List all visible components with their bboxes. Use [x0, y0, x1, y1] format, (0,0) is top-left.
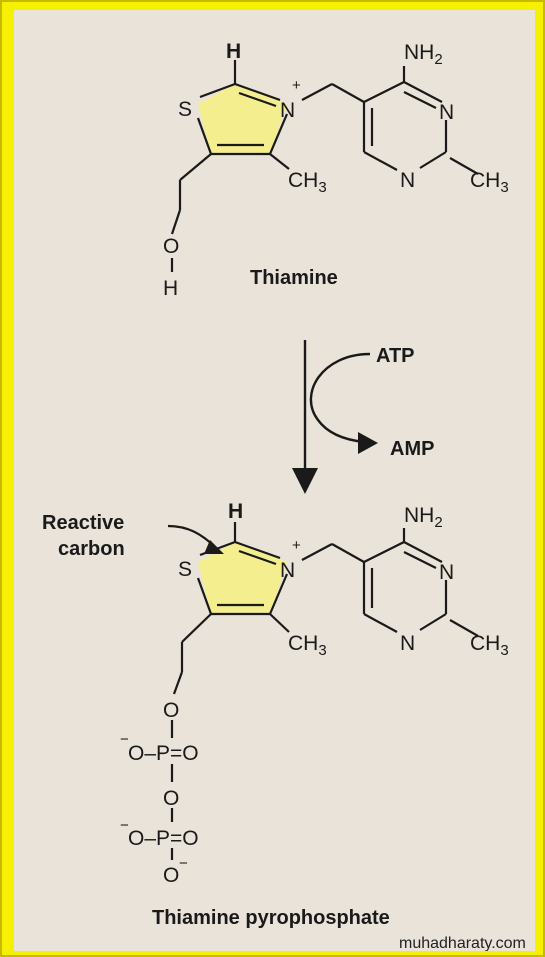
- main-arrowhead: [292, 468, 318, 494]
- atom-oh-h: H: [163, 277, 178, 300]
- atp-label: ATP: [376, 345, 415, 367]
- atom-nh2: NH2: [404, 41, 443, 68]
- tpp-atom-o-end: O: [163, 864, 179, 887]
- atom-o: O: [163, 235, 179, 258]
- thiamine-diagram: H S N + CH3 NH2 N N CH3 O H Thiamine ATP: [42, 40, 526, 952]
- tpp-atom-nh2: NH2: [404, 504, 443, 531]
- tpp-atom-ch3-pyr: CH3: [470, 632, 509, 659]
- phosphate2-group: O–P=O: [128, 827, 199, 850]
- atom-n-ring2: N: [400, 169, 415, 192]
- reactive-carbon-arrowhead: [204, 540, 224, 554]
- tpp-charge-plus: +: [292, 537, 301, 554]
- phosphate2-minus: −: [120, 817, 129, 834]
- thiamine-molecule: H S N + CH3 NH2 N N CH3 O H Thiamine: [163, 40, 509, 300]
- tpp-atom-s: S: [178, 558, 192, 581]
- atom-n-plus: N: [280, 99, 295, 122]
- tpp-molecule: Reactive carbon H S N + CH3 NH2 N N CH3 …: [42, 500, 509, 929]
- tpp-atom-ch3: CH3: [288, 632, 327, 659]
- reactive-label-line2: carbon: [58, 538, 125, 560]
- charge-plus: +: [292, 77, 301, 94]
- phosphate1-minus: −: [120, 731, 129, 748]
- tpp-atom-o-bridge: O: [163, 787, 179, 810]
- curved-arrowhead: [358, 432, 378, 454]
- atom-ch3-pyr: CH3: [470, 169, 509, 196]
- tpp-atom-o-link: O: [163, 699, 179, 722]
- tpp-atom-h: H: [228, 500, 243, 523]
- reactive-label-line1: Reactive: [42, 512, 124, 534]
- reaction-arrow: ATP AMP: [292, 340, 434, 494]
- atom-ch3: CH3: [288, 169, 327, 196]
- thiamine-label: Thiamine: [250, 267, 338, 289]
- watermark: muhadharaty.com: [399, 935, 526, 951]
- thiamine-bonds: [170, 60, 479, 272]
- diagram-panel: H S N + CH3 NH2 N N CH3 O H Thiamine ATP: [14, 10, 535, 952]
- tpp-atom-n-plus: N: [280, 559, 295, 582]
- phosphate1-group: O–P=O: [128, 742, 199, 765]
- tpp-atom-n-ring2: N: [400, 632, 415, 655]
- tpp-atom-n-ring1: N: [439, 561, 454, 584]
- curved-arrow: [309, 352, 371, 444]
- tpp-label: Thiamine pyrophosphate: [152, 907, 390, 929]
- atom-n-ring1: N: [439, 101, 454, 124]
- atom-h: H: [226, 40, 241, 63]
- tpp-o-end-minus: −: [179, 855, 188, 872]
- amp-label: AMP: [390, 438, 434, 460]
- atom-s: S: [178, 98, 192, 121]
